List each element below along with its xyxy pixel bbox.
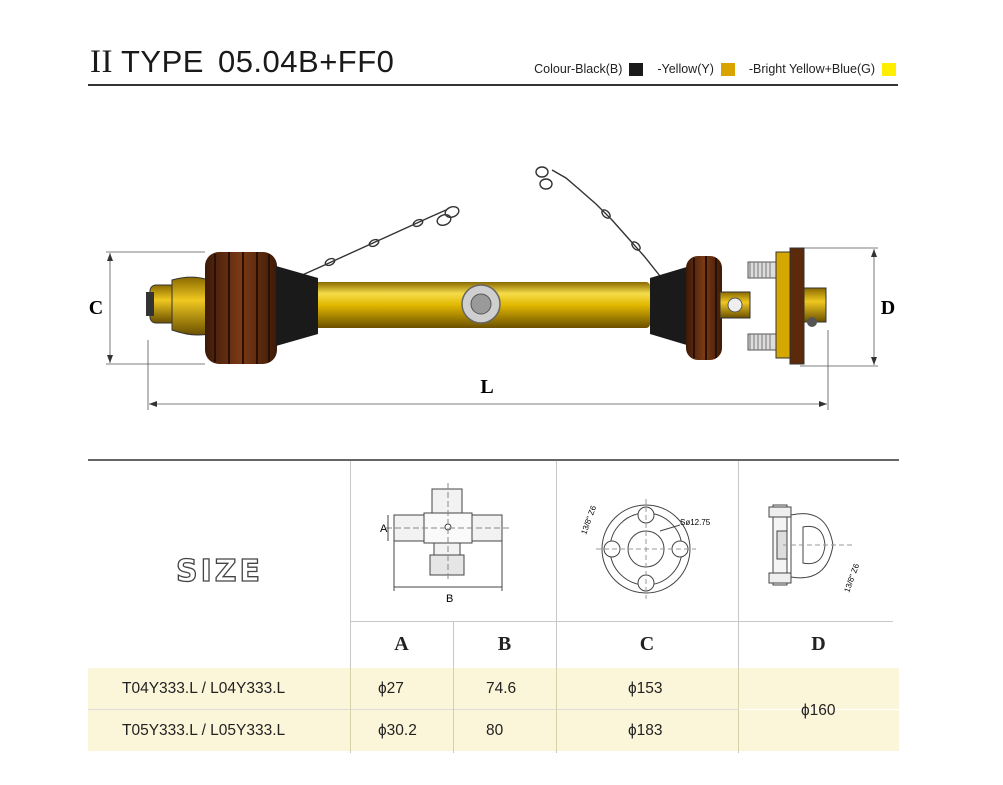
merged-value-d: ϕ160 xyxy=(801,702,836,719)
colour-label: -Bright Yellow+Blue(G) xyxy=(748,62,875,76)
row-divider xyxy=(88,709,738,710)
column-header-c: C xyxy=(639,633,655,655)
table-divider xyxy=(738,668,739,751)
title-type-word: TYPE xyxy=(120,44,204,79)
cross-dim-a: A xyxy=(380,523,388,535)
colour-item-yellow: -Yellow(Y) xyxy=(657,62,735,76)
column-header-a: A xyxy=(394,633,409,655)
table-divider xyxy=(350,461,351,753)
row-value-a: ϕ27 xyxy=(378,680,404,697)
title-roman-numeral: II xyxy=(90,44,113,80)
cross-dim-b: B xyxy=(446,593,453,603)
row-model: T04Y333.L / L04Y333.L xyxy=(122,680,286,697)
row-value-c: ϕ153 xyxy=(628,680,663,697)
row-value-c: ϕ183 xyxy=(628,722,663,739)
dimension-d xyxy=(800,247,878,367)
dimension-c xyxy=(106,251,205,365)
table-row: T05Y333.L / L05Y333.L ϕ30.2 80 ϕ183 xyxy=(88,710,899,751)
table-divider xyxy=(453,668,454,751)
right-bellows-guard xyxy=(650,256,722,360)
friction-clutch xyxy=(719,247,827,365)
dimension-d-label: D xyxy=(881,297,895,319)
table-divider xyxy=(350,621,893,622)
colour-label: Colour-Black(B) xyxy=(534,62,623,76)
left-safety-chain xyxy=(299,206,460,277)
flange-c-hole-label: Sø12.75 xyxy=(680,518,711,527)
flange-d-drawing: 13/8" Z6 xyxy=(768,504,861,594)
yellow-swatch xyxy=(720,62,735,76)
row-model: T05Y333.L / L05Y333.L xyxy=(122,722,286,739)
table-divider xyxy=(556,461,557,753)
table-row: T04Y333.L / L04Y333.L ϕ27 74.6 ϕ153 xyxy=(88,668,899,709)
flange-c-spline-label: 13/8" Z6 xyxy=(579,504,598,536)
size-title: SIZE xyxy=(175,553,264,589)
cross-journal-drawing: A B xyxy=(380,483,510,603)
title-type-code: 05.04B+FF0 xyxy=(217,44,395,79)
table-divider xyxy=(556,668,557,751)
bright-yellow-swatch xyxy=(882,62,896,76)
colour-item-black: Colour-Black(B) xyxy=(534,62,644,76)
flange-c-drawing: Sø12.75 13/8" Z6 xyxy=(579,499,711,599)
row-value-a: ϕ30.2 xyxy=(378,722,417,739)
left-bellows-guard xyxy=(205,252,318,364)
row-value-b: 80 xyxy=(486,722,504,739)
table-divider xyxy=(350,668,351,751)
dimension-l-label: L xyxy=(480,376,493,398)
header-divider xyxy=(88,84,898,86)
colour-item-bright-yellow: -Bright Yellow+Blue(G) xyxy=(749,62,896,76)
table-divider xyxy=(738,461,739,753)
table-top-rule xyxy=(88,459,899,461)
dimension-c-label: C xyxy=(89,297,103,319)
column-header-d: D xyxy=(811,633,826,655)
flange-d-spline-label: 13/8" Z6 xyxy=(842,562,861,594)
column-header-b: B xyxy=(497,633,512,655)
colour-label: -Yellow(Y) xyxy=(657,62,714,76)
dimension-l xyxy=(147,330,829,410)
size-table: SIZE A B Sø12.75 xyxy=(88,459,899,753)
black-swatch xyxy=(629,62,644,76)
right-safety-chain xyxy=(535,166,661,277)
pto-shaft-drawing: C D L xyxy=(89,166,895,410)
colour-legend: Colour-Black(B) -Yellow(Y) -Bright Yello… xyxy=(520,62,896,76)
row-value-b: 74.6 xyxy=(486,680,517,697)
